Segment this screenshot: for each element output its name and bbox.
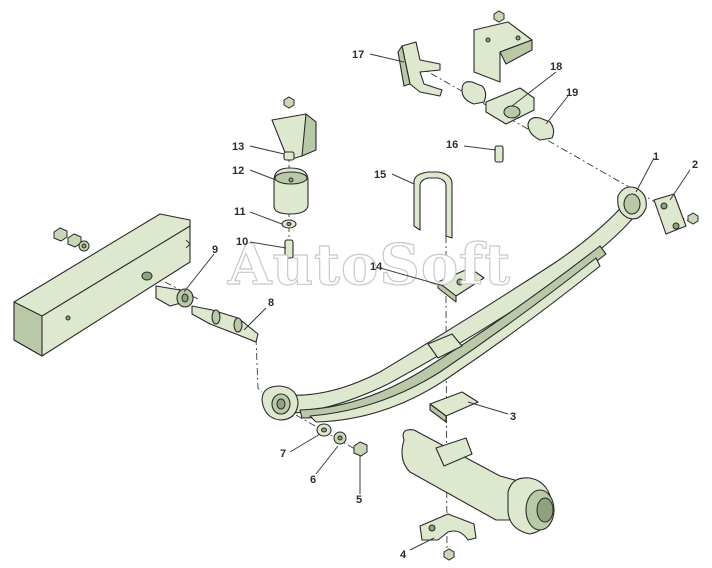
callout-16: 16 (446, 139, 458, 151)
callout-13: 13 (232, 141, 244, 153)
shackle-mount (473, 10, 533, 83)
frame-bolt-nuts (53, 227, 90, 252)
callout-3: 3 (510, 411, 516, 423)
callout-leaders (183, 53, 691, 551)
callout-15: 15 (374, 169, 386, 181)
front-eye-bushing (155, 285, 194, 308)
callout-19: 19 (566, 87, 578, 99)
washer-7 (316, 423, 332, 437)
front-spring-eye (261, 385, 299, 421)
spring-pin (191, 305, 259, 343)
spring-pad-plate (437, 267, 485, 303)
lower-spring-pad (429, 391, 479, 423)
rear-hanger-bracket (397, 41, 443, 97)
callout-1: 1 (653, 151, 659, 163)
rubber-bump-stop (273, 167, 309, 215)
callout-17: 17 (352, 49, 364, 61)
rear-axle (401, 429, 555, 535)
rear-spring-eye (617, 186, 647, 220)
callout-6: 6 (310, 474, 316, 486)
callout-7: 7 (280, 448, 286, 460)
shackle-bushing-right (527, 117, 555, 141)
washer-13 (283, 151, 295, 161)
callout-10: 10 (236, 236, 248, 248)
frame-rail (13, 213, 191, 357)
shackle-plate (653, 193, 699, 235)
callout-4: 4 (400, 549, 407, 561)
shackle (485, 87, 535, 125)
bolt-10 (284, 239, 294, 259)
callout-12: 12 (232, 165, 244, 177)
shackle-bushing-left (461, 81, 487, 105)
shackle-bolt (494, 145, 504, 163)
washer-11 (281, 219, 297, 229)
callout-2: 2 (692, 159, 698, 171)
callout-9: 9 (212, 244, 218, 256)
bump-stop-bracket (271, 96, 317, 161)
lock-washer-6 (333, 431, 347, 445)
u-bolt (413, 171, 453, 239)
watermark: AutoSoft (227, 232, 511, 298)
axle-clamp (419, 513, 477, 561)
callout-14: 14 (370, 261, 383, 273)
callout-11: 11 (234, 206, 246, 218)
callout-labels: 1 2 3 4 5 6 7 8 9 10 11 12 13 14 15 16 1… (212, 49, 698, 561)
callout-5: 5 (356, 494, 362, 506)
nut-5 (353, 441, 368, 457)
callout-8: 8 (268, 297, 274, 309)
callout-18: 18 (550, 61, 562, 73)
